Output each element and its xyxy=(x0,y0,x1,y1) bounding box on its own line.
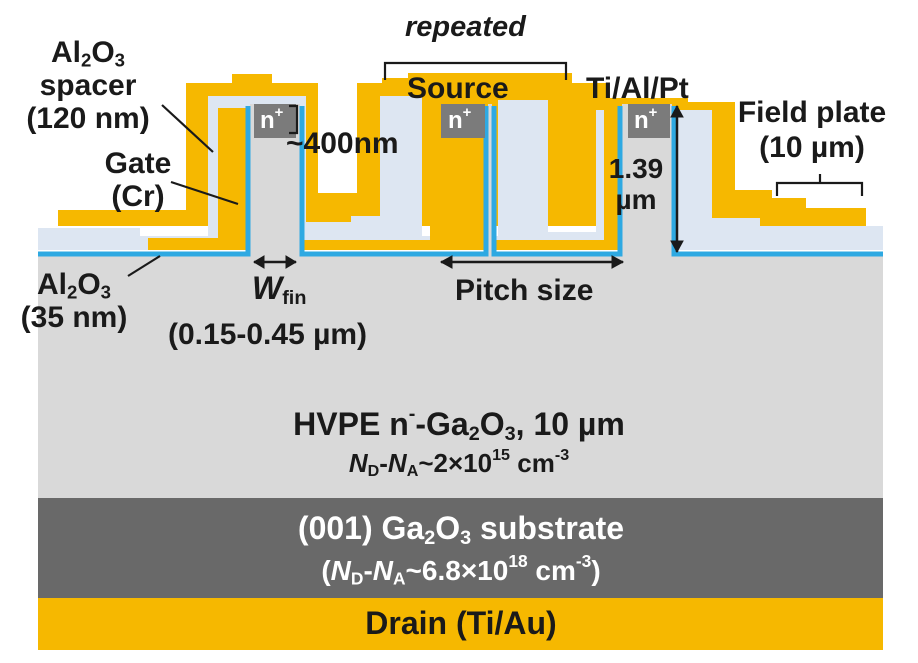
dimension-arrows xyxy=(253,104,684,269)
nplus-label-3: n+ xyxy=(634,104,658,134)
oxide-label: Al2O3 (35 nm) xyxy=(20,268,128,334)
drift-doping-label: ND-NA~2×1015 cm-3 xyxy=(348,445,570,481)
spacer-label: Al2O3 spacer (120 nm) xyxy=(26,36,150,135)
repeated-label: repeated xyxy=(405,11,526,43)
depth-label: ~400nm xyxy=(286,127,399,160)
drain-contact xyxy=(38,598,883,650)
substrate-doping-label: (ND-NA~6.8×1018 cm-3) xyxy=(321,550,601,589)
contact-metal-label: Ti/Al/Pt xyxy=(586,72,689,105)
gate-oxide xyxy=(38,106,883,257)
source-label: Source xyxy=(407,72,509,105)
drift-layer xyxy=(38,258,883,498)
height-label: 1.39 µm xyxy=(608,153,664,215)
pitch-label: Pitch size xyxy=(455,274,594,307)
field-plate-label: Field plate (10 µm) xyxy=(737,96,887,164)
fin-width-label: Wfin xyxy=(252,270,307,309)
substrate-layer xyxy=(38,498,883,598)
substrate-label: (001) Ga2O3 substrate xyxy=(297,510,625,549)
nplus-region-2 xyxy=(441,104,485,138)
fin-width-range: (0.15-0.45 µm) xyxy=(168,318,368,351)
annotation-lines xyxy=(127,61,864,277)
nplus-label-1: n+ xyxy=(260,104,284,134)
drift-label: HVPE n--Ga2O3, 10 µm xyxy=(293,403,625,445)
nplus-label-2: n+ xyxy=(448,104,472,134)
nplus-region-3 xyxy=(628,104,670,138)
drain-label: Drain (Ti/Au) xyxy=(365,605,557,641)
gate-label: Gate (Cr) xyxy=(104,147,172,213)
